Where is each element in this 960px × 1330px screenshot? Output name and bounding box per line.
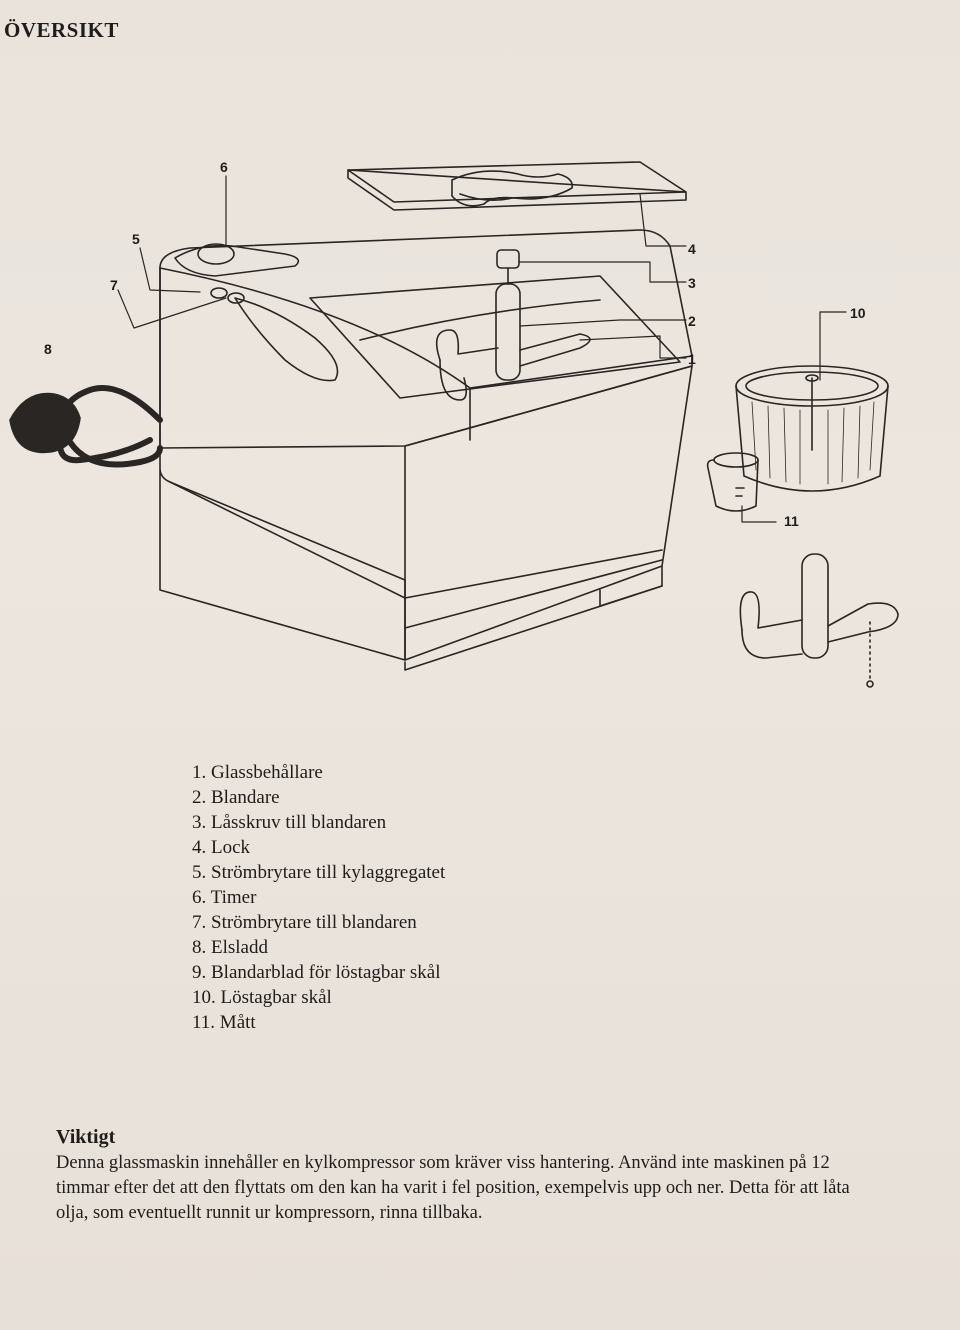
- parts-list-item: 7. Strömbrytare till blandaren: [192, 912, 417, 933]
- parts-list-item: 11. Mått: [192, 1012, 256, 1033]
- lid-drawing: [347, 161, 687, 211]
- diagram-illustration: 6 5 7 8 4 3 2 1 10 11: [9, 159, 899, 688]
- parts-list-item: 8. Elsladd: [192, 937, 268, 958]
- callout-11: 11: [784, 513, 799, 529]
- parts-list-item: 9. Blandarblad för löstagbar skål: [192, 962, 441, 983]
- ice-cream-machine-diagram: 6 5 7 8 4 3 2 1 10 11: [0, 150, 960, 710]
- measuring-cup-drawing: [706, 452, 759, 512]
- parts-list: 1. Glassbehållare 2. Blandare 3. Låsskru…: [192, 760, 445, 1035]
- parts-list-item: 3. Låsskruv till blandaren: [192, 812, 387, 833]
- parts-list-item: 4. Lock: [192, 837, 251, 858]
- machine-body-drawing: [159, 229, 693, 671]
- parts-list-item: 1. Glassbehållare: [192, 762, 323, 783]
- callout-6: 6: [220, 159, 228, 175]
- important-heading: Viktigt: [56, 1126, 116, 1148]
- callout-2: 2: [688, 313, 696, 329]
- removable-bowl-drawing: [735, 365, 889, 492]
- callout-4: 4: [688, 241, 696, 257]
- important-text: Denna glassmaskin innehåller en kylkompr…: [56, 1153, 850, 1223]
- callout-1: 1: [688, 351, 696, 367]
- parts-list-item: 10. Löstagbar skål: [192, 987, 332, 1008]
- parts-list-item: 5. Strömbrytare till kylaggregatet: [192, 862, 446, 883]
- callout-8: 8: [44, 341, 52, 357]
- dasher-drawing: [435, 283, 591, 401]
- leader-lines: [117, 175, 847, 523]
- callout-5: 5: [132, 231, 140, 247]
- lock-screw-drawing: [496, 249, 520, 285]
- parts-list-item: 2. Blandare: [192, 787, 280, 808]
- callout-3: 3: [688, 275, 696, 291]
- important-notice: Viktigt Denna glassmaskin innehåller en …: [56, 1126, 876, 1226]
- parts-list-item: 6. Timer: [192, 887, 257, 908]
- plug-drawing: [9, 392, 81, 454]
- callout-7: 7: [110, 277, 118, 293]
- bowl-dasher-drawing: [739, 553, 899, 688]
- page-title: ÖVERSIKT: [4, 18, 119, 42]
- callout-10: 10: [850, 305, 866, 321]
